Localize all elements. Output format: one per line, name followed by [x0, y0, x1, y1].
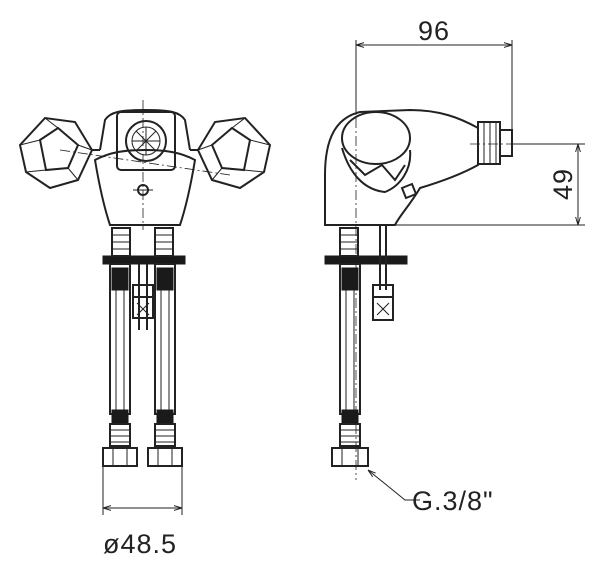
- left-handle: [18, 116, 100, 190]
- side-view: 96 49 G.3/8": [324, 16, 585, 516]
- diameter-dimension: ø48.5: [102, 466, 183, 559]
- upper-fittings: [111, 227, 174, 257]
- pop-up-rod: [132, 264, 154, 330]
- width-label: 96: [418, 16, 450, 46]
- height-dimension: 49: [395, 143, 585, 226]
- thread-label: G.3/8": [412, 486, 494, 516]
- spout-nozzle: [470, 121, 530, 165]
- front-view: ø48.5: [18, 100, 272, 559]
- right-handle: [190, 116, 272, 190]
- bottom-nuts: [102, 423, 183, 467]
- pop-up-lever: [116, 111, 176, 196]
- width-dimension: 96: [355, 16, 513, 130]
- thread-callout: G.3/8": [368, 470, 494, 516]
- height-label: 49: [548, 168, 578, 200]
- diameter-label: ø48.5: [103, 529, 177, 559]
- side-handle: [341, 111, 412, 194]
- supply-hoses: [109, 263, 176, 425]
